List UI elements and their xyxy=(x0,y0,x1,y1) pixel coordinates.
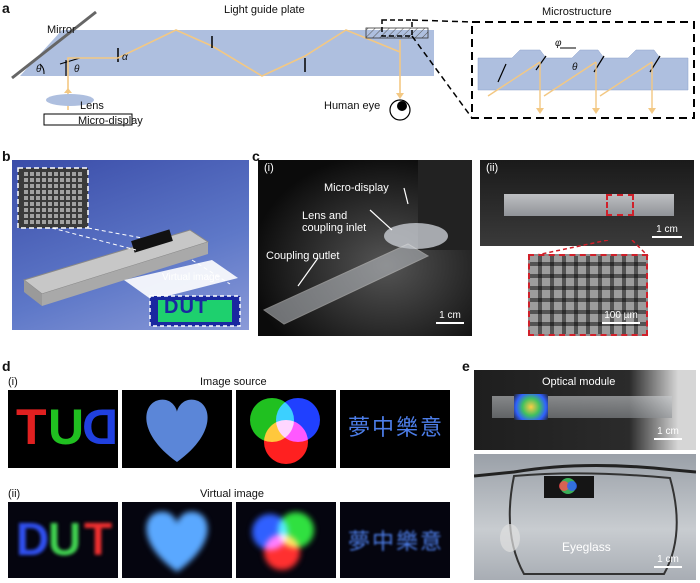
scale-bar-zoom: 100 µm xyxy=(602,310,640,324)
zoom-box xyxy=(381,19,413,37)
theta-symbol-3: θ xyxy=(572,62,578,73)
source-rgb-circles xyxy=(236,390,336,468)
photo-optical-module: Optical module 1 cm xyxy=(474,370,696,450)
scale-bar-e-top: 1 cm xyxy=(654,426,682,440)
lens-annotation-line2: coupling inlet xyxy=(302,222,367,234)
virtual-calligraphy: 夢中樂意 xyxy=(340,502,450,578)
photo-eyeglass: Eyeglass 1 cm xyxy=(474,454,696,580)
optical-module-label: Optical module xyxy=(542,376,616,388)
image-source-label: Image source xyxy=(200,376,267,388)
heart-shape xyxy=(146,399,208,462)
light-guide-plate-label: Light guide plate xyxy=(224,4,305,16)
calligraphy-text: 夢中樂意 xyxy=(348,415,445,440)
virtual-heart-shape xyxy=(146,511,208,572)
human-eye-label: Human eye xyxy=(324,100,381,112)
scale-zoom-text: 100 µm xyxy=(604,310,638,321)
theta-arc xyxy=(39,63,45,75)
scale-bar-c-ii: 1 cm xyxy=(652,224,682,238)
scale-c-ii-text: 1 cm xyxy=(656,224,678,235)
theta-symbol-1: θ xyxy=(36,64,42,75)
source-letter-u: U xyxy=(48,399,85,455)
phi-symbol: φ xyxy=(555,38,562,49)
panel-b-label: b xyxy=(2,148,11,164)
theta-symbol-2: θ xyxy=(74,64,80,75)
panel-a-label: a xyxy=(2,0,10,16)
panel-d-label: d xyxy=(2,358,11,374)
scale-c-i-text: 1 cm xyxy=(439,310,461,321)
sub-label-c-ii: (ii) xyxy=(486,162,499,174)
lens-annotation: Lens and coupling inlet xyxy=(302,210,366,234)
panel-a-diagram xyxy=(11,10,695,126)
alpha-symbol: α xyxy=(122,52,128,63)
panel-e-label: e xyxy=(462,358,470,374)
lens-annotation-line1: Lens and xyxy=(302,210,348,222)
virtual-letter-d: D xyxy=(16,513,50,565)
microstructure-zoom-panel xyxy=(471,21,695,119)
virtual-image-label: Virtual image xyxy=(162,272,221,283)
microstructure-region xyxy=(365,27,429,39)
virtual-image-row-label: Virtual image xyxy=(200,488,264,500)
scale-bar-e-bottom: 1 cm xyxy=(654,554,682,568)
coupling-outlet-annotation: Coupling outlet xyxy=(266,250,340,262)
lens-label: Lens xyxy=(80,100,104,112)
virtual-calligraphy-text: 夢中樂意 xyxy=(348,529,445,554)
mirror xyxy=(11,10,97,80)
source-calligraphy: 夢中樂意 xyxy=(340,390,450,468)
virtual-letter-u: U xyxy=(48,513,82,565)
scale-bar-c-i: 1 cm xyxy=(436,310,464,324)
sub-label-d-ii: (ii) xyxy=(8,488,21,500)
virtual-dut: D U T xyxy=(8,502,118,578)
scale-e-top-text: 1 cm xyxy=(657,426,679,437)
panel-c-label: c xyxy=(252,148,260,164)
microstructure-label: Microstructure xyxy=(542,6,612,18)
panel-b-render: Virtual image DUT xyxy=(12,160,249,330)
eyeglass-label: Eyeglass xyxy=(562,540,611,554)
scale-e-bottom-text: 1 cm xyxy=(657,554,679,565)
virtual-letter-t: T xyxy=(84,513,113,565)
dut-text: DUT xyxy=(164,296,209,318)
sub-label-d-i: (i) xyxy=(8,376,18,388)
virtual-heart xyxy=(122,502,232,578)
micro-display-label: Micro-display xyxy=(78,115,143,127)
photo-c-i: (i) Micro-display Lens and coupling inle… xyxy=(258,160,472,336)
source-letter-t: T xyxy=(16,399,47,455)
mirror-label: Mirror xyxy=(47,24,76,36)
micro-display-annotation: Micro-display xyxy=(324,182,389,194)
source-letter-d: D xyxy=(82,399,118,455)
microstructure-zoom-photo: 100 µm xyxy=(528,254,648,336)
microstructure-rays xyxy=(487,61,653,112)
virtual-rgb-circles xyxy=(236,502,336,578)
lens-shape xyxy=(46,94,94,106)
photo-c-ii: (ii) 1 cm xyxy=(480,160,694,246)
source-heart xyxy=(122,390,232,468)
micro-display-box xyxy=(43,113,133,126)
sub-label-c-i: (i) xyxy=(264,162,274,174)
source-tud: T U D xyxy=(8,390,118,468)
